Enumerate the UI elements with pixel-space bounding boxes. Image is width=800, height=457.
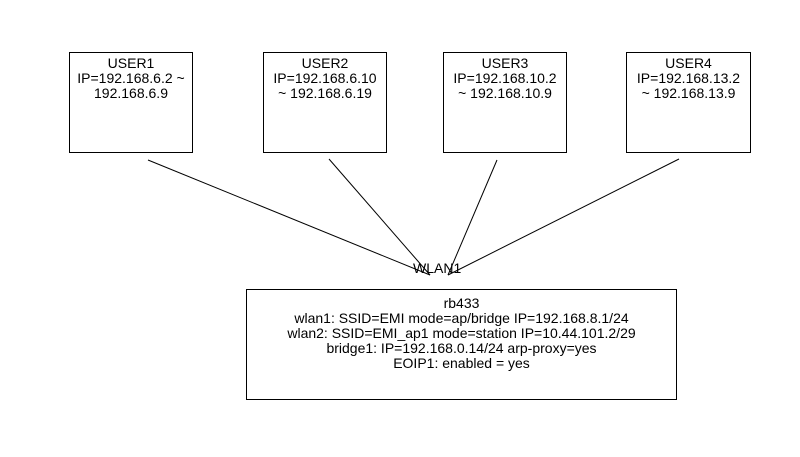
link-user4 [447,158,680,276]
user4-ip-line1: IP=192.168.13.2 [636,70,741,86]
router-wlan1-config: wlan1: SSID=EMI mode=ap/bridge IP=192.16… [294,310,629,326]
user4-title: USER4 [665,55,712,71]
user4-node: USER4 IP=192.168.13.2 ~ 192.168.13.9 [626,52,751,153]
user4-ip-line2: ~ 192.168.13.9 [641,85,736,101]
link-user2 [328,158,431,276]
router-title: rb433 [443,295,480,311]
user1-title: USER1 [107,55,155,71]
router-eoip1-config: EOIP1: enabled = yes [393,355,530,371]
user2-node: USER2 IP=192.168.6.10 ~ 192.168.6.19 [263,52,387,153]
user1-ip-line2: 192.168.6.9 [94,85,168,101]
router-bridge1-config: bridge1: IP=192.168.0.14/24 arp-proxy=ye… [326,340,597,356]
user2-ip-line2: ~ 192.168.6.19 [278,85,372,101]
user2-ip-line1: IP=192.168.6.10 [273,70,377,86]
user1-ip-line1: IP=192.168.6.2 ~ [77,70,185,86]
router-wlan2-config: wlan2: SSID=EMI_ap1 mode=station IP=10.4… [287,325,636,341]
user2-title: USER2 [301,55,349,71]
user1-node: USER1 IP=192.168.6.2 ~ 192.168.6.9 [69,52,193,153]
user3-ip-line1: IP=192.168.10.2 [453,70,557,86]
wlan-link-label: WLAN1 [413,260,462,276]
user3-node: USER3 IP=192.168.10.2 ~ 192.168.10.9 [443,52,567,153]
router-node: rb433 wlan1: SSID=EMI mode=ap/bridge IP=… [246,289,677,400]
user3-title: USER3 [481,55,529,71]
link-user3 [447,159,498,276]
link-user1 [147,159,431,276]
user3-ip-line2: ~ 192.168.10.9 [458,85,552,101]
